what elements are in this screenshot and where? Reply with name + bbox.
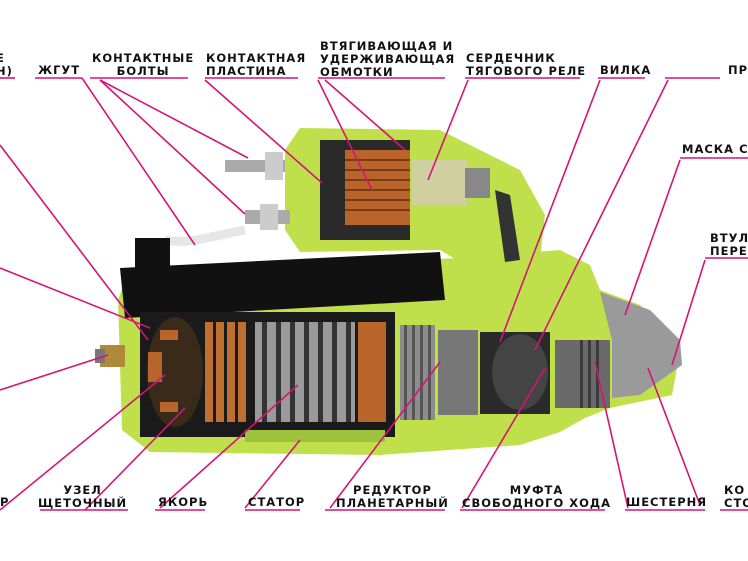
coil-windings <box>345 159 410 211</box>
planetary-housing <box>438 330 478 415</box>
label-vilka: ВИЛКА <box>600 63 652 77</box>
label-yakor: ЯКОРЬ <box>158 495 209 509</box>
harness-connector <box>135 238 170 268</box>
rear-bushing <box>95 349 105 363</box>
commutator <box>205 322 246 422</box>
plunger-tip <box>465 168 490 198</box>
clutch-ring <box>492 334 548 410</box>
front-cover <box>600 292 682 398</box>
stator-strip <box>245 430 385 442</box>
starter-body <box>95 250 682 455</box>
label-ko: КО СТО <box>724 483 748 510</box>
solenoid <box>135 128 545 268</box>
label-maska: МАСКА СТ <box>682 142 748 156</box>
label-mounting: Е Н) <box>0 52 13 78</box>
wire-harness <box>164 225 246 246</box>
label-vtulka: ВТУЛ ПЕРЕД <box>710 231 748 258</box>
fork-lever <box>495 190 520 262</box>
leader-lines <box>0 77 748 511</box>
label-shesternya: ШЕСТЕРНЯ <box>626 495 708 509</box>
label-mufta: МУФТА СВОБОДНОГО ХОДА <box>462 483 612 510</box>
label-uzel: УЗЕЛ ЩЕТОЧНЫЙ <box>38 483 128 510</box>
contact-nut-upper <box>265 152 283 180</box>
label-kontaktnaya-plastina: КОНТАКТНАЯ ПЛАСТИНА <box>206 51 307 78</box>
brushes <box>148 330 178 412</box>
pinion-teeth <box>580 340 599 408</box>
label-reduktor: РЕДУКТОР ПЛАНЕТАРНЫЙ <box>336 483 449 510</box>
armature-slots <box>262 322 351 422</box>
plunger <box>412 160 467 205</box>
label-kontaktnye-bolty: КОНТАКТНЫЕ БОЛТЫ <box>92 51 195 78</box>
label-zhgut: ЖГУТ <box>38 63 81 77</box>
solenoid-coil <box>345 150 410 225</box>
label-pr: ПР <box>728 63 748 77</box>
armature-windings <box>358 322 386 422</box>
rear-shaft <box>100 345 125 367</box>
contact-nut-lower <box>260 204 278 230</box>
label-serdechnik: СЕРДЕЧНИК ТЯГОВОГО РЕЛЕ <box>466 51 587 78</box>
gear-teeth <box>404 325 431 420</box>
label-r-left: Р <box>0 495 10 509</box>
brush-holder <box>147 317 203 427</box>
label-obmotki: ВТЯГИВАЮЩАЯ И УДЕРЖИВАЮЩАЯ ОБМОТКИ <box>320 39 456 79</box>
frame-band <box>120 252 445 318</box>
label-stator: СТАТОР <box>248 495 306 509</box>
